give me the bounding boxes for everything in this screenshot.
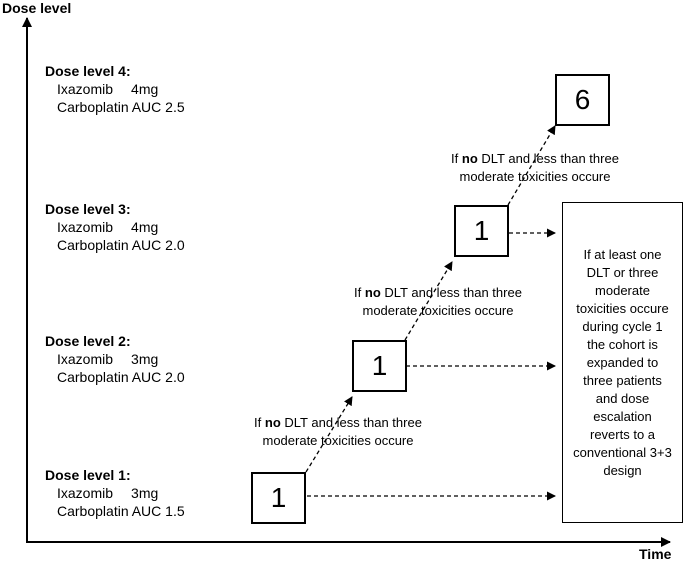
dose-level-title: Dose level 1:	[45, 467, 131, 483]
note-rest: DLT and less than three	[380, 285, 522, 300]
cohort-box-level-2: 1	[352, 340, 407, 392]
dose-level-title: Dose level 3:	[45, 201, 131, 217]
escalation-arrow-2-to-3	[404, 261, 453, 341]
drug-a-dose: 3mg	[131, 351, 159, 367]
dose-level-2-label: Dose level 2: Ixazomib 3mg Carboplatin AU…	[45, 332, 185, 386]
drug-a-dose: 3mg	[131, 485, 159, 501]
escalation-arrow-3-to-4	[507, 125, 556, 206]
drug-a-name: Ixazomib	[57, 485, 114, 501]
drug-b-line: Carboplatin AUC 2.0	[57, 237, 185, 253]
dose-level-4-label: Dose level 4: Ixazomib 4mg Carboplatin AU…	[45, 62, 185, 116]
escalation-arrow-1-to-2	[305, 396, 353, 473]
note-line-1: If no DLT and less than three	[348, 284, 528, 302]
note-line-1: If no DLT and less than three	[248, 414, 428, 432]
y-axis-title: Dose level	[2, 0, 72, 16]
x-axis-title: Time	[639, 546, 672, 562]
dose-level-3-label: Dose level 3: Ixazomib 4mg Carboplatin AU…	[45, 200, 185, 254]
drug-a-name: Ixazomib	[57, 81, 114, 97]
expansion-rule-text: If at least one DLT or three moderate to…	[573, 246, 672, 478]
drug-a-line: Ixazomib 4mg	[45, 218, 185, 236]
cohort-box-level-4: 6	[555, 74, 610, 126]
note-prefix: If	[254, 415, 265, 430]
note-prefix: If	[354, 285, 365, 300]
note-emphasis: no	[461, 151, 478, 166]
note-line-2: moderate toxicities occure	[459, 169, 611, 184]
note-line-1: If no DLT and less than three	[445, 150, 625, 168]
cohort-box-level-3: 1	[454, 205, 509, 257]
note-prefix: If	[451, 151, 462, 166]
cohort-box-level-1: 1	[251, 472, 306, 524]
drug-a-name: Ixazomib	[57, 351, 114, 367]
drug-a-name: Ixazomib	[57, 219, 114, 235]
drug-b-line: Carboplatin AUC 1.5	[57, 503, 185, 519]
dose-level-title: Dose level 4:	[45, 63, 131, 79]
escalation-note-1-to-2: If no DLT and less than three moderate t…	[248, 414, 428, 450]
expansion-rule-box: If at least one DLT or three moderate to…	[562, 202, 683, 523]
drug-a-line: Ixazomib 3mg	[45, 350, 185, 368]
drug-b-line: Carboplatin AUC 2.0	[57, 369, 185, 385]
note-line-2: moderate toxicities occure	[262, 433, 414, 448]
drug-a-dose: 4mg	[131, 81, 159, 97]
note-emphasis: no	[364, 285, 381, 300]
drug-a-line: Ixazomib 4mg	[45, 80, 185, 98]
escalation-note-3-to-4: If no DLT and less than three moderate t…	[445, 150, 625, 186]
note-rest: DLT and less than three	[280, 415, 422, 430]
drug-a-line: Ixazomib 3mg	[45, 484, 185, 502]
dose-level-1-label: Dose level 1: Ixazomib 3mg Carboplatin AU…	[45, 466, 185, 520]
dose-level-title: Dose level 2:	[45, 333, 131, 349]
drug-b-line: Carboplatin AUC 2.5	[57, 99, 185, 115]
escalation-note-2-to-3: If no DLT and less than three moderate t…	[348, 284, 528, 320]
note-line-2: moderate toxicities occure	[362, 303, 514, 318]
drug-a-dose: 4mg	[131, 219, 159, 235]
note-emphasis: no	[264, 415, 281, 430]
note-rest: DLT and less than three	[477, 151, 619, 166]
